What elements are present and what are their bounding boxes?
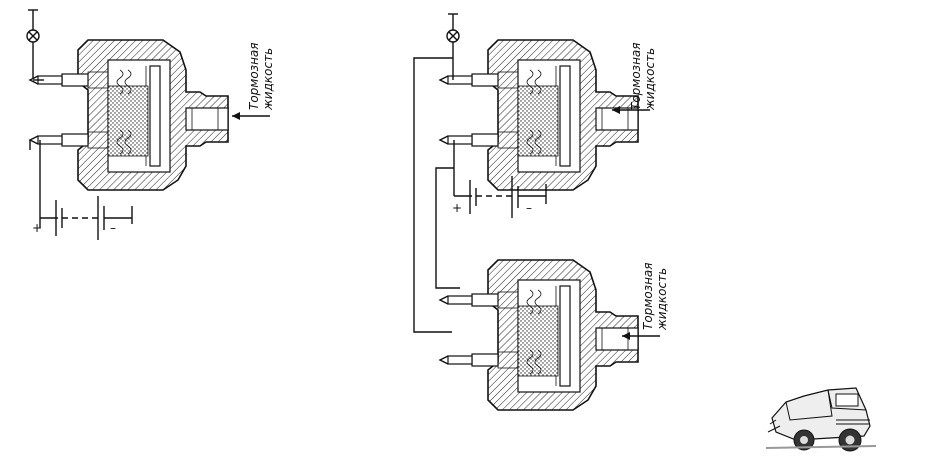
wire-loop-right (413, 57, 453, 333)
brake-switch-right-upper (439, 39, 639, 191)
left-switch-assembly: + – Тормозная жидкость (26, 9, 275, 240)
brake-switch-right-lower (439, 259, 639, 411)
battery-left (40, 196, 133, 240)
lamp-icon (26, 29, 40, 43)
svg-text:жидкость: жидкость (655, 268, 669, 331)
plus-sign: + (32, 221, 42, 235)
brake-switch-left (29, 39, 229, 191)
minus-sign: – (110, 221, 116, 235)
svg-text:Тормозная: Тормозная (247, 43, 261, 110)
truck-logo (765, 387, 877, 452)
plus-sign-right: + (452, 201, 462, 215)
fluid-label-right-lower: Тормозная жидкость (641, 263, 669, 331)
svg-text:жидкость: жидкость (643, 48, 657, 111)
svg-text:жидкость: жидкость (261, 48, 275, 111)
battery-right (454, 176, 547, 218)
minus-sign-right: – (526, 201, 532, 215)
wire-battery-to-lower-switch (435, 167, 460, 289)
svg-text:Тормозная: Тормозная (641, 263, 655, 330)
lamp-icon-right (446, 29, 460, 43)
right-switch-assembly: + – Тормозная жидкость Тормозная жидкост… (413, 13, 669, 411)
fluid-label-right-upper: Тормозная жидкость (629, 43, 657, 111)
fluid-label-left: Тормозная жидкость (247, 43, 275, 111)
svg-text:Тормозная: Тормозная (629, 43, 643, 110)
